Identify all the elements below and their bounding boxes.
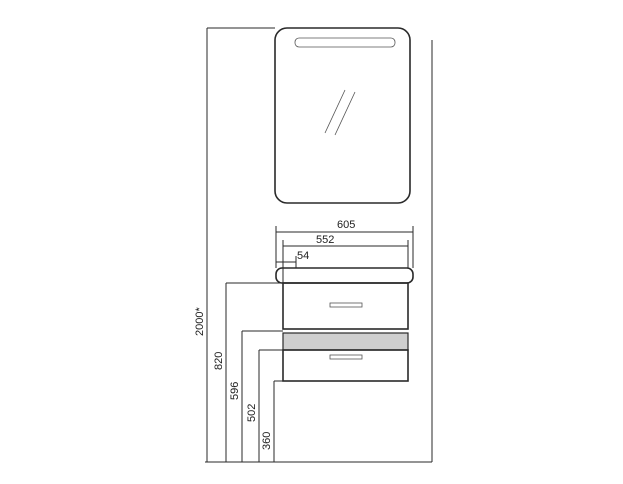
mirror — [274, 27, 411, 204]
dim-2000-label: 2000* — [194, 307, 206, 336]
upper-drawer-handle — [329, 302, 363, 308]
dim-596-label: 596 — [229, 382, 241, 400]
lower-drawer-handle — [329, 354, 363, 360]
height-dimension-lines — [206, 28, 283, 462]
countertop — [275, 267, 414, 284]
glass-shelf — [282, 332, 409, 351]
mirror-glare-line-1 — [324, 89, 346, 134]
lower-drawer — [282, 349, 409, 382]
dim-605-label: 605 — [337, 219, 355, 231]
dim-820-label: 820 — [213, 352, 225, 370]
dim-54-label: 54 — [297, 250, 309, 262]
mirror-light-strip — [294, 37, 396, 48]
mirror-glare-line-2 — [334, 91, 356, 136]
upper-drawer — [282, 282, 409, 330]
vanity-cabinet — [275, 267, 414, 382]
dim-360-label: 360 — [261, 432, 273, 450]
dim-502-label: 502 — [246, 404, 258, 422]
dim-552-label: 552 — [316, 234, 334, 246]
width-dimension-lines — [275, 226, 414, 283]
